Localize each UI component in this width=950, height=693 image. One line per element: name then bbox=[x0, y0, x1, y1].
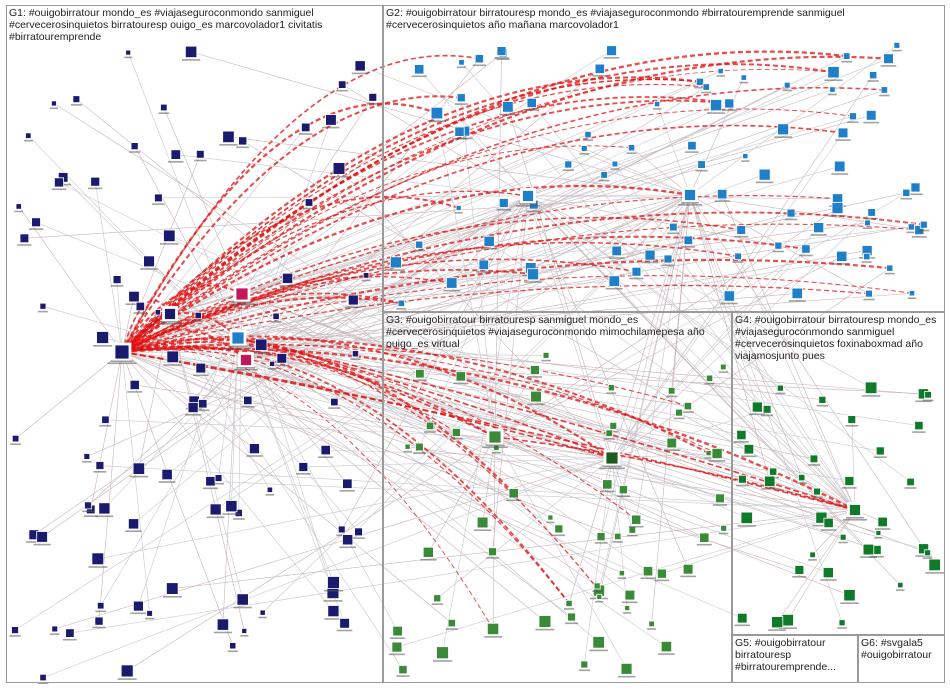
group-g5-label: G5: #ouigobirratour birratouresp #birrat… bbox=[735, 637, 836, 673]
group-g6-box: G6: #svgala5 #ouigobirratour bbox=[858, 635, 945, 683]
group-g4-box: G4: #ouigobirratour birratouresp mondo_e… bbox=[732, 312, 945, 635]
group-g1-box: G1: #ouigobirratour mondo_es #viajasegur… bbox=[6, 5, 383, 683]
group-g1-label: G1: #ouigobirratour mondo_es #viajasegur… bbox=[9, 7, 322, 43]
group-g3-box: G3: #ouigobirratour birratouresp sanmigu… bbox=[383, 312, 732, 683]
group-g5-box: G5: #ouigobirratour birratouresp #birrat… bbox=[732, 635, 858, 683]
group-g2-box: G2: #ouigobirratour birratouresp mondo_e… bbox=[383, 5, 945, 312]
group-g4-label: G4: #ouigobirratour birratouresp mondo_e… bbox=[735, 314, 936, 362]
group-g6-label: G6: #svgala5 #ouigobirratour bbox=[861, 637, 932, 661]
group-g3-label: G3: #ouigobirratour birratouresp sanmigu… bbox=[386, 314, 705, 350]
group-g2-label: G2: #ouigobirratour birratouresp mondo_e… bbox=[386, 7, 845, 31]
